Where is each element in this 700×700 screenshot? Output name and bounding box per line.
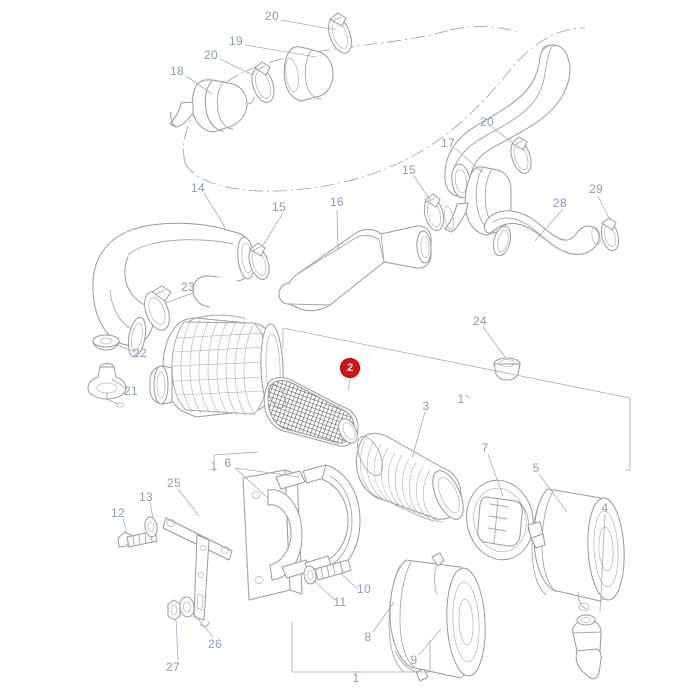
part-7-end-cap (466, 479, 534, 561)
callout-label: 24 (473, 314, 487, 328)
part-11-washer (303, 565, 317, 585)
part-19-connector-hose (283, 46, 334, 102)
part-28-s-hose (484, 210, 601, 257)
callout-label: 1 (210, 459, 218, 473)
callout-label: 5 (532, 461, 540, 475)
callout-label: 14 (191, 181, 205, 195)
callout-label: 11 (333, 595, 347, 609)
part-8-9-air-cleaner-body (388, 552, 486, 682)
part-26-washer (179, 596, 195, 618)
callout-label: 29 (589, 182, 603, 196)
part-18-inlet-snorkel (169, 79, 255, 133)
part-13-washer (144, 516, 158, 538)
part-2-inner-filter-element (263, 377, 359, 447)
callout-label: 15 (402, 163, 416, 177)
callout-label: 28 (553, 196, 567, 210)
part-20-hose-clamp-b (328, 12, 352, 54)
callout-label: 12 (111, 506, 125, 520)
part-15-clamp-right (423, 193, 445, 232)
callout-label: 7 (481, 441, 489, 455)
part-3-main-filter-element (355, 432, 464, 523)
highlighted-part-badge[interactable]: 2 (340, 358, 360, 378)
assembly-group-brackets (213, 327, 631, 673)
part-25-support-arm (162, 517, 233, 627)
part-15-clamp-left (248, 242, 270, 280)
part-21-rubber-mount (87, 363, 127, 408)
intake-hose-upper-right (444, 44, 571, 199)
callout-label: 3 (422, 399, 430, 413)
callout-label: 19 (229, 34, 243, 48)
callout-label: 10 (357, 582, 371, 596)
part-29-small-clamp (600, 217, 620, 252)
part-24-plug (493, 357, 521, 381)
callout-label: 25 (167, 476, 181, 490)
part-6-bracket-plate (242, 469, 312, 601)
callout-label: 18 (170, 64, 184, 78)
callout-label: 22 (133, 346, 147, 360)
part-4-dust-ejector-valve (572, 614, 602, 680)
leader-lines (111, 19, 611, 661)
callout-label: 6 (224, 456, 232, 470)
callout-label: 17 (441, 136, 455, 150)
callout-label: 15 (272, 200, 286, 214)
callout-label: 9 (410, 653, 418, 667)
part-20-hose-clamp-a (251, 61, 275, 103)
part-27-nut (167, 599, 181, 621)
callout-label: 21 (124, 384, 138, 398)
callout-label: 26 (208, 637, 222, 651)
part-10-bolt (314, 559, 352, 581)
callout-label: 1 (457, 392, 465, 406)
callout-label: 20 (204, 48, 218, 62)
callout-label: 8 (364, 630, 372, 644)
callout-label: 27 (166, 660, 180, 674)
part-14-intake-pipe (92, 222, 255, 358)
callout-label: 20 (480, 115, 494, 129)
part-6-clamp-band (302, 464, 361, 577)
callout-label: 16 (330, 195, 344, 209)
callout-label: 23 (181, 280, 195, 294)
callout-label: 20 (265, 9, 279, 23)
part-22-washer (92, 334, 120, 351)
part-5-filter-canister (527, 488, 625, 612)
callout-label: 1 (352, 671, 360, 685)
part-16-flat-duct (278, 225, 432, 312)
part-23-clamp (144, 285, 172, 331)
callout-label: 4 (601, 501, 609, 515)
callout-label: 13 (139, 490, 153, 504)
part-20-hose-clamp-c (510, 136, 532, 174)
